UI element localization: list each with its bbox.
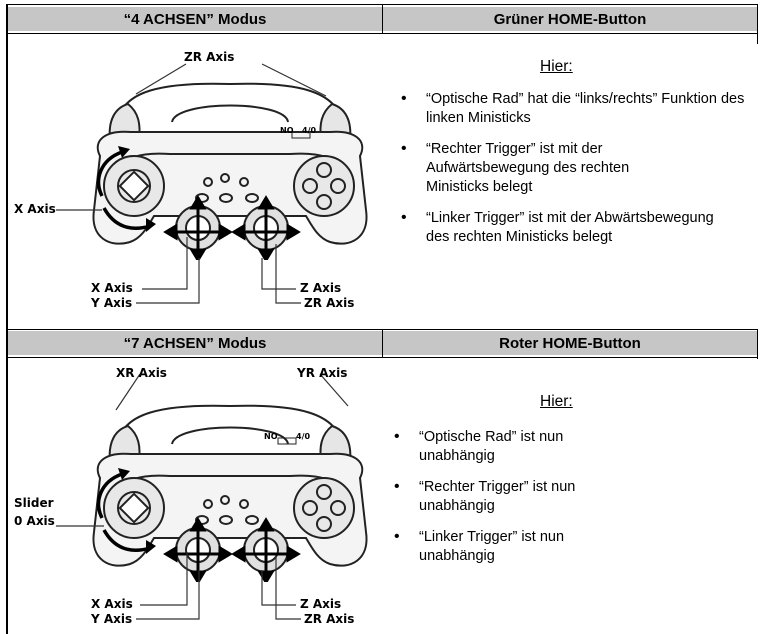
switch-label-40-2: 4/0 xyxy=(296,432,311,441)
label-y-axis-stick: Y Axis xyxy=(91,296,133,310)
note-item: “Rechter Trigger” ist nun unabhängig xyxy=(389,477,589,516)
label-zr-axis-stick-2: ZR Axis xyxy=(304,612,355,626)
note-item: “Optische Rad” ist nun unabhängig xyxy=(389,427,589,466)
note-item: “Linker Trigger” ist mit der Abwärtsbewe… xyxy=(396,208,756,247)
button-title-red: Roter HOME-Button xyxy=(499,334,641,352)
button-header-green: Grüner HOME-Button xyxy=(383,7,757,31)
hier-label-2: Hier: xyxy=(540,393,573,410)
button-title-green: Grüner HOME-Button xyxy=(493,10,647,28)
mode-title-7: “7 ACHSEN” Modus xyxy=(123,334,267,352)
note-item: “Optische Rad” hat die “links/rechts” Fu… xyxy=(396,89,756,128)
switch-label-40: 4/0 xyxy=(302,126,317,135)
switch-label-no-2: NO xyxy=(264,432,278,441)
label-slider: Slider xyxy=(14,496,54,510)
gamepad-illustration-2 xyxy=(92,404,368,582)
label-x-axis-stick-2: X Axis xyxy=(91,597,133,611)
button-header-red: Roter HOME-Button xyxy=(383,331,757,355)
hier-label-1: Hier: xyxy=(540,58,573,75)
label-z-axis-stick-2: Z Axis xyxy=(300,597,342,611)
center-divider-top xyxy=(382,4,383,33)
label-zr-axis-stick: ZR Axis xyxy=(304,296,355,310)
gamepad-illustration-1 xyxy=(92,82,368,260)
label-xr-axis: XR Axis xyxy=(116,366,167,380)
callouts-2 xyxy=(56,373,349,620)
center-divider-mid xyxy=(382,330,383,358)
label-zr-axis-top: ZR Axis xyxy=(184,50,235,64)
right-border xyxy=(757,4,758,44)
notes-list-2: “Optische Rad” ist nun unabhängig “Recht… xyxy=(389,427,589,578)
right-border-2 xyxy=(757,329,758,359)
mode-title-4: “4 ACHSEN” Modus xyxy=(123,10,267,28)
label-yr-axis: YR Axis xyxy=(297,366,348,380)
label-0-axis: 0 Axis xyxy=(14,514,55,528)
header-2-bottom xyxy=(6,357,758,358)
label-x-axis-stick: X Axis xyxy=(91,281,133,295)
callouts-1 xyxy=(56,63,327,304)
switch-label-no: NO xyxy=(280,126,294,135)
header-1-bottom xyxy=(6,33,758,34)
mode-header-4: “4 ACHSEN” Modus xyxy=(8,7,382,31)
mode-header-7: “7 ACHSEN” Modus xyxy=(8,331,382,355)
note-item: “Rechter Trigger” ist mit der Aufwärtsbe… xyxy=(396,139,756,197)
label-z-axis-stick: Z Axis xyxy=(300,281,342,295)
label-y-axis-stick-2: Y Axis xyxy=(91,612,133,626)
left-border xyxy=(6,4,8,634)
section-divider xyxy=(6,329,758,330)
notes-list-1: “Optische Rad” hat die “links/rechts” Fu… xyxy=(396,89,756,259)
note-item: “Linker Trigger” ist nun unabhängig xyxy=(389,527,589,566)
label-x-axis-wheel: X Axis xyxy=(14,202,56,216)
